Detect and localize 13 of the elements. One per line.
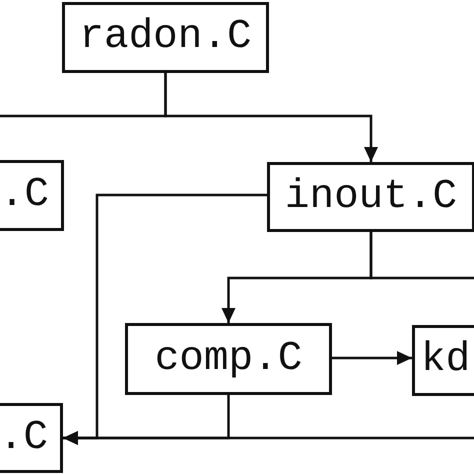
file-name: radon.C (79, 17, 252, 58)
arrow (332, 351, 412, 365)
connector-line (0, 73, 167, 118)
file-box (125, 323, 332, 395)
arrow (63, 431, 474, 445)
file-name: .C (0, 418, 48, 458)
file-box (62, 2, 269, 73)
file-name: comp.C (154, 338, 302, 380)
connector-line (370, 232, 474, 280)
file-name: kd (421, 340, 470, 381)
file-name: inout.C (284, 176, 458, 218)
file-box (267, 162, 474, 232)
file-name: .C (0, 175, 49, 216)
